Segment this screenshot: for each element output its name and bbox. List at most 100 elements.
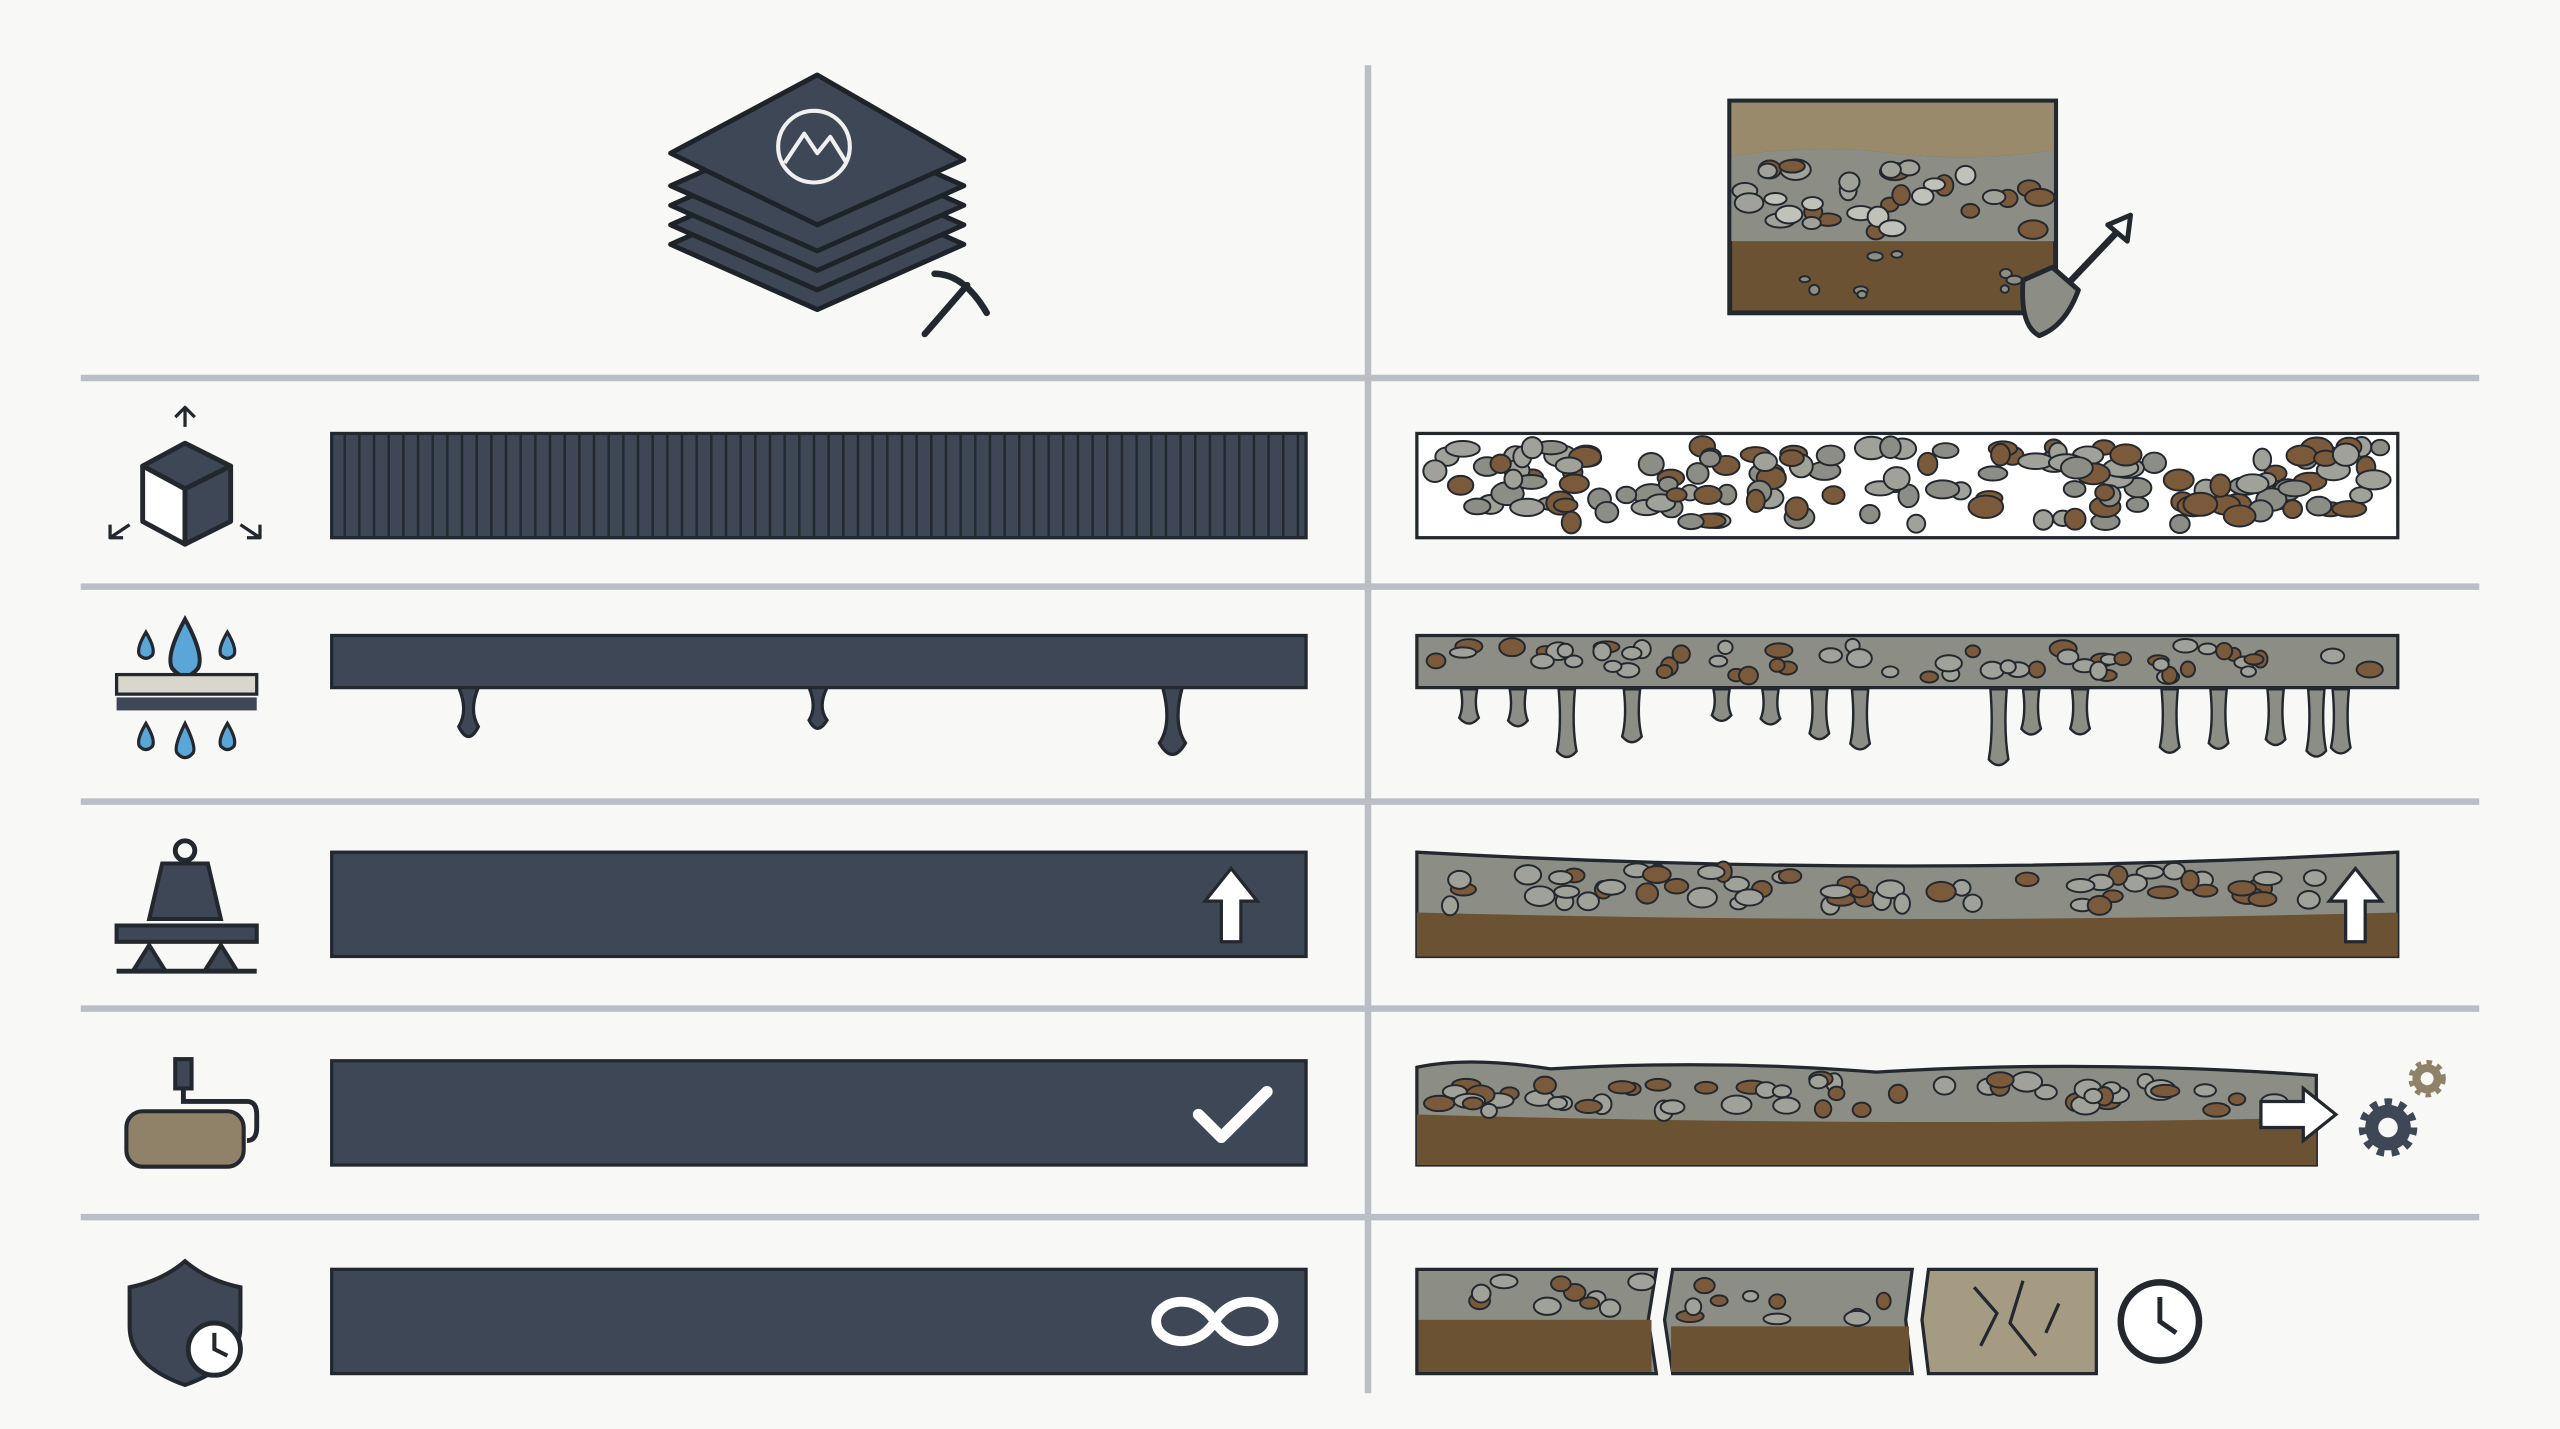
pebble: [2355, 660, 2384, 679]
pebble: [2252, 870, 2283, 887]
pebble: [1875, 1291, 1892, 1311]
pebble: [1757, 162, 1778, 180]
pebble: [1671, 644, 1691, 664]
pebble: [2180, 869, 2200, 892]
pebble: [1845, 648, 1873, 669]
membrane-bar-4: [330, 1059, 1308, 1167]
pebble: [1533, 1075, 1557, 1095]
pebble: [1685, 462, 1710, 485]
pebble: [1891, 184, 1911, 206]
pebble: [1461, 1096, 1484, 1111]
pebble: [2331, 442, 2360, 467]
soil-drip: [2020, 688, 2043, 736]
soil-drip: [1620, 688, 1644, 744]
pebble: [1850, 883, 1870, 899]
pebble: [1576, 891, 1600, 912]
pebble: [1999, 659, 2017, 675]
pebble: [1859, 504, 1881, 525]
pebble: [1745, 488, 1766, 514]
pebble: [2193, 1083, 2217, 1098]
membrane-bar-3: [330, 850, 1308, 959]
pebble: [1768, 657, 1786, 673]
pebble: [2056, 648, 2080, 666]
pebble: [2083, 1087, 2104, 1105]
pebble: [1738, 665, 1759, 686]
pebble: [2172, 638, 2199, 654]
pebble: [2302, 869, 2327, 887]
pebble: [1607, 1080, 1637, 1095]
pebble: [2202, 1102, 2231, 1118]
pebble: [1784, 496, 1809, 521]
pebble: [1818, 647, 1844, 664]
pebble: [1881, 665, 1900, 679]
pebble: [2215, 641, 2234, 661]
pebble: [1819, 884, 1853, 900]
geomembrane-stack-icon: [668, 72, 967, 313]
pebble: [1554, 456, 1584, 475]
shovel-icon: [2020, 212, 2134, 339]
pebble: [1954, 164, 1977, 186]
pebble: [2034, 1083, 2058, 1101]
arrow-right-icon: [2259, 1085, 2339, 1144]
pebble: [1893, 892, 1911, 915]
pebble: [2125, 496, 2150, 513]
pebble: [2027, 660, 2046, 679]
soil-drip: [2068, 688, 2092, 736]
pebble: [1925, 880, 1957, 903]
pebble: [2169, 514, 2191, 534]
pebble: [1552, 497, 1579, 513]
soil-drip: [2329, 688, 2352, 755]
pebble: [1999, 284, 2010, 294]
pebble: [1717, 639, 1734, 656]
pebble: [2014, 871, 2040, 888]
pebble: [1470, 1283, 1492, 1304]
pebble: [1564, 654, 1584, 669]
pebble: [1981, 188, 2007, 206]
pebble: [1924, 479, 1961, 500]
pebble: [1677, 513, 1705, 531]
pebble: [2150, 1083, 2181, 1099]
pebble: [2005, 274, 2024, 286]
pebble: [2252, 447, 2273, 472]
soil-drip: [1987, 688, 2010, 767]
pebble: [1684, 1297, 1703, 1317]
pebble: [1801, 216, 1822, 231]
soil-drip: [2158, 688, 2181, 754]
pebble: [1489, 453, 1512, 475]
pebble: [1813, 1099, 1833, 1119]
pebble: [1596, 878, 1627, 896]
infinity-icon: [1151, 1297, 1279, 1346]
pebble: [1627, 1272, 1657, 1292]
pebble: [1708, 654, 1729, 668]
pebble: [1808, 1073, 1829, 1090]
pebble: [2319, 647, 2346, 665]
pebble: [1448, 646, 1477, 659]
pebble: [2179, 660, 2196, 678]
pebble: [1967, 494, 2005, 519]
pebble: [1644, 1077, 1672, 1092]
soil-drip: [1848, 688, 1872, 751]
pebble: [1523, 885, 1556, 907]
pebble: [1441, 895, 1460, 917]
pebble: [1560, 510, 1582, 535]
soil-drip: [1457, 688, 1481, 725]
pebble: [1897, 159, 1921, 177]
pebble: [1530, 653, 1555, 670]
pebble: [1934, 654, 1963, 673]
pebble: [1665, 487, 1688, 503]
pebble: [2182, 491, 2219, 517]
soil-drip: [2207, 688, 2230, 751]
pebble: [1550, 1275, 1572, 1293]
pebble: [1962, 893, 1983, 913]
pebble: [1444, 439, 1481, 458]
pebble: [1556, 642, 1574, 659]
pebble: [1964, 644, 1982, 659]
soil-drip: [1759, 688, 1782, 726]
pebble: [2063, 507, 2087, 531]
pebble: [1882, 466, 1911, 491]
pebble: [1592, 641, 1612, 662]
pebble: [1447, 869, 1472, 890]
pebble: [2017, 219, 2049, 240]
arrow-up-icon: [1201, 865, 1261, 944]
pebble: [1621, 645, 1643, 661]
